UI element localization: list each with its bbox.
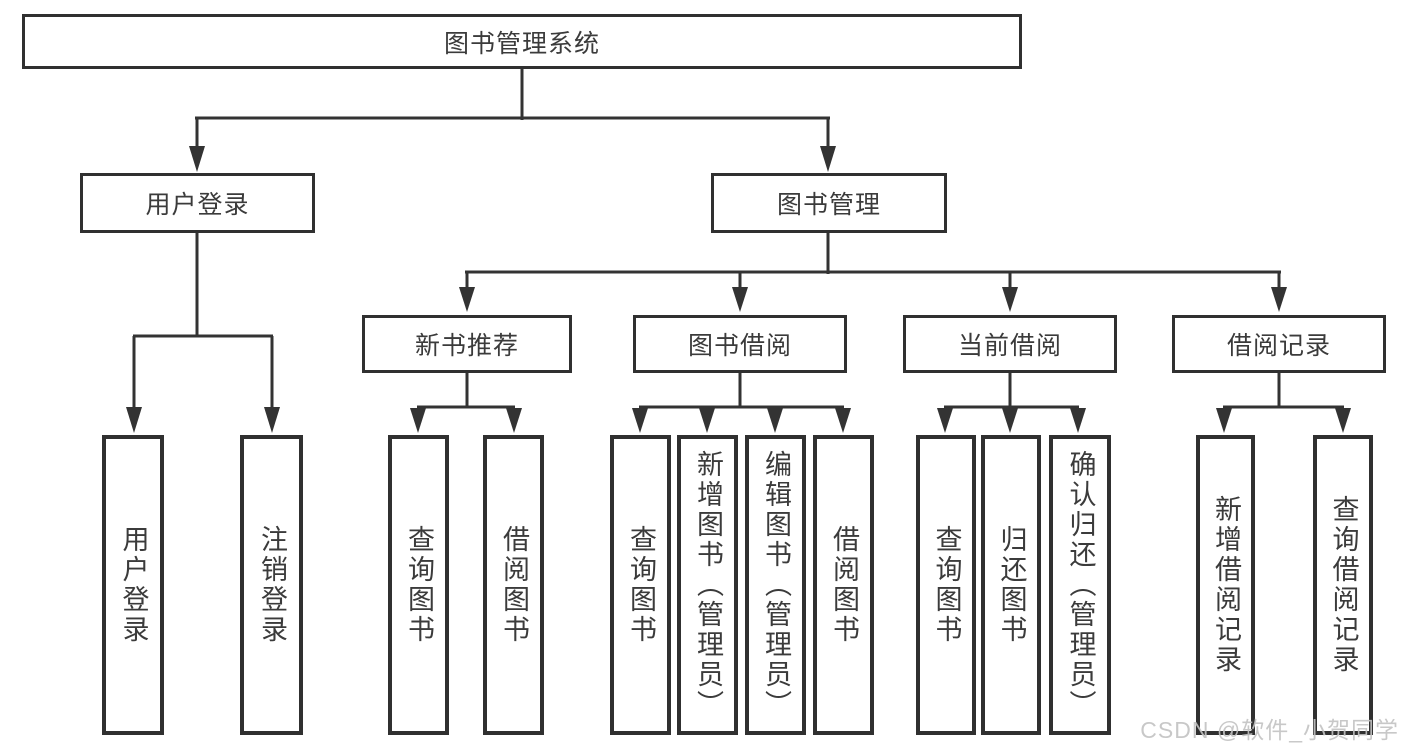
node-current-borrow-label: 当前借阅 bbox=[957, 332, 1062, 360]
leaf-cb-confirm-return-admin: 确认归还（管理员） bbox=[1049, 435, 1111, 735]
node-borrow-record: 借阅记录 bbox=[1172, 315, 1386, 373]
leaf-br-add-record: 新增借阅记录 bbox=[1196, 435, 1255, 735]
leaf-br-query-record-label: 查询借阅记录 bbox=[1328, 495, 1359, 675]
node-new-book-recommend: 新书推荐 bbox=[362, 315, 572, 373]
leaf-cb-return-books-label: 归还图书 bbox=[996, 525, 1027, 645]
leaf-logout-label: 注销登录 bbox=[257, 525, 287, 645]
leaf-bb-edit-books-admin-label: 编辑图书（管理员） bbox=[761, 450, 791, 720]
leaf-bb-query-books-label: 查询图书 bbox=[626, 525, 656, 645]
leaf-logout: 注销登录 bbox=[240, 435, 303, 735]
arrowheads bbox=[126, 146, 1351, 433]
leaf-cb-confirm-return-admin-label: 确认归还（管理员） bbox=[1065, 450, 1096, 720]
leaf-br-query-record: 查询借阅记录 bbox=[1313, 435, 1373, 735]
node-user-login: 用户登录 bbox=[80, 173, 315, 233]
csdn-watermark: CSDN @软件_小贺同学 bbox=[1140, 717, 1399, 743]
node-root-label: 图书管理系统 bbox=[443, 29, 600, 58]
leaf-user-login: 用户登录 bbox=[102, 435, 164, 735]
leaf-bb-query-books: 查询图书 bbox=[610, 435, 671, 735]
leaf-bb-add-books-admin: 新增图书（管理员） bbox=[677, 435, 738, 735]
leaf-bb-add-books-admin-label: 新增图书（管理员） bbox=[693, 450, 723, 720]
node-new-book-recommend-label: 新书推荐 bbox=[414, 332, 519, 360]
leaf-cb-query-books-label: 查询图书 bbox=[931, 525, 962, 645]
node-user-login-label: 用户登录 bbox=[145, 191, 250, 219]
leaf-user-login-label: 用户登录 bbox=[118, 525, 149, 645]
node-book-borrow-label: 图书借阅 bbox=[687, 332, 792, 360]
leaf-bb-borrow-books-label: 借阅图书 bbox=[829, 525, 859, 645]
node-borrow-record-label: 借阅记录 bbox=[1226, 332, 1331, 360]
node-book-borrow: 图书借阅 bbox=[633, 315, 847, 373]
leaf-nb-query-books-label: 查询图书 bbox=[404, 525, 434, 645]
node-current-borrow: 当前借阅 bbox=[903, 315, 1117, 373]
node-root: 图书管理系统 bbox=[22, 14, 1022, 69]
leaf-cb-query-books: 查询图书 bbox=[916, 435, 976, 735]
leaf-bb-borrow-books: 借阅图书 bbox=[813, 435, 874, 735]
leaf-nb-borrow-books-label: 借阅图书 bbox=[499, 525, 529, 645]
leaf-bb-edit-books-admin: 编辑图书（管理员） bbox=[745, 435, 806, 735]
leaf-br-add-record-label: 新增借阅记录 bbox=[1211, 495, 1241, 675]
leaf-nb-borrow-books: 借阅图书 bbox=[483, 435, 544, 735]
leaf-nb-query-books: 查询图书 bbox=[388, 435, 449, 735]
leaf-cb-return-books: 归还图书 bbox=[981, 435, 1041, 735]
node-book-management: 图书管理 bbox=[711, 173, 947, 233]
node-book-management-label: 图书管理 bbox=[776, 191, 881, 219]
